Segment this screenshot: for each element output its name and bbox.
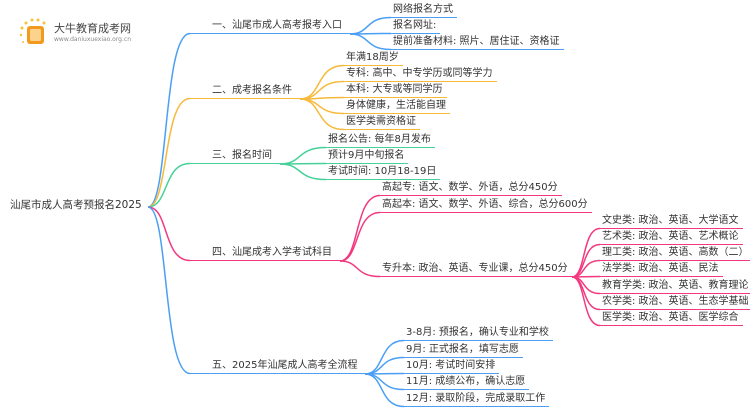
- connector-line: [299, 80, 345, 100]
- branch-process[interactable]: 五、2025年汕尾成人高考全流程: [190, 359, 366, 374]
- leaf-node[interactable]: 年满18周岁: [344, 51, 403, 66]
- book-logo-icon: [19, 18, 46, 44]
- sub-leaf-node[interactable]: 教育学类: 政治、英语、教育理论: [600, 279, 750, 294]
- leaf-node[interactable]: 身体健康，生活能自理: [344, 99, 450, 114]
- logo-name: 大牛教育成考网: [54, 22, 131, 35]
- connector-line: [364, 373, 405, 408]
- logo: 大牛教育成考网 www.daniuxuexiao.org.cn: [18, 18, 168, 48]
- logo-url: www.daniuxuexiao.org.cn: [54, 36, 131, 43]
- leaf-node[interactable]: 高起本: 语文、数学、外语、综合，总分600分: [380, 198, 592, 213]
- leaf-node[interactable]: 专科: 高中、中专学历或同等学力: [344, 67, 497, 82]
- connector-line: [299, 98, 345, 115]
- leaf-node-zhuanshengben[interactable]: 专升本: 政治、英语、专业课，总分450分: [380, 262, 572, 277]
- sub-leaf-node[interactable]: 医学类: 政治、英语、医学综合: [600, 311, 743, 326]
- branch-subjects[interactable]: 四、汕尾成考入学考试科目: [190, 246, 340, 261]
- connector-line: [147, 32, 191, 208]
- leaf-node[interactable]: 网络报名方式: [391, 3, 457, 18]
- sub-leaf-node[interactable]: 文史类: 政治、英语、大学语文: [600, 214, 743, 229]
- leaf-node[interactable]: 提前准备材料: 照片、居住证、资格证: [391, 35, 564, 50]
- connector-line: [339, 194, 381, 262]
- connector-line: [147, 97, 191, 208]
- connector-line: [299, 98, 345, 131]
- sub-leaf-node[interactable]: 法学类: 政治、英语、民法: [600, 262, 723, 277]
- connector-line: [147, 162, 191, 208]
- connector-line: [147, 206, 191, 375]
- leaf-node[interactable]: 预计9月中旬报名: [326, 149, 409, 164]
- leaf-node[interactable]: 高起专: 语文、数学、外语，总分450分: [380, 181, 562, 196]
- leaf-node[interactable]: 12月: 录取阶段，完成录取工作: [404, 392, 550, 407]
- connector-line: [571, 276, 601, 327]
- leaf-node[interactable]: 9月: 正式报名，填写志愿: [404, 343, 523, 358]
- connector-line: [364, 373, 405, 391]
- connector-line: [349, 16, 392, 35]
- leaf-node[interactable]: 3-8月: 预报名，确认专业和学校: [404, 326, 553, 341]
- connector-line: [339, 260, 381, 278]
- sub-leaf-node[interactable]: 农学类: 政治、英语、生态学基础: [600, 295, 750, 310]
- leaf-node[interactable]: 11月: 成绩公布，确认志愿: [404, 375, 530, 390]
- leaf-node[interactable]: 考试时间: 10月18-19日: [326, 165, 441, 180]
- root-node[interactable]: 汕尾市成人高考预报名2025: [10, 199, 142, 211]
- connector-line: [339, 211, 381, 262]
- branch-conditions[interactable]: 二、成考报名条件: [190, 84, 300, 99]
- connector-line: [571, 227, 601, 278]
- leaf-node[interactable]: 报名公告: 每年8月发布: [326, 133, 435, 148]
- connector-line: [147, 206, 191, 262]
- branch-time[interactable]: 三、报名时间: [190, 149, 280, 164]
- leaf-node[interactable]: 报名网址:: [391, 19, 441, 34]
- branch-entry[interactable]: 一、汕尾市成人高考报考入口: [190, 19, 350, 34]
- sub-leaf-node[interactable]: 理工类: 政治、英语、高数（二）: [600, 246, 750, 261]
- connector-line: [279, 146, 327, 165]
- leaf-node[interactable]: 10月: 考试时间安排: [404, 359, 500, 374]
- connector-line: [364, 356, 405, 375]
- connector-line: [279, 163, 327, 181]
- connector-line: [349, 33, 392, 51]
- leaf-node[interactable]: 医学类需资格证: [344, 115, 420, 130]
- sub-leaf-node[interactable]: 艺术类: 政治、英语、艺术概论: [600, 230, 743, 245]
- leaf-node[interactable]: 本科: 大专或等同学历: [344, 83, 447, 98]
